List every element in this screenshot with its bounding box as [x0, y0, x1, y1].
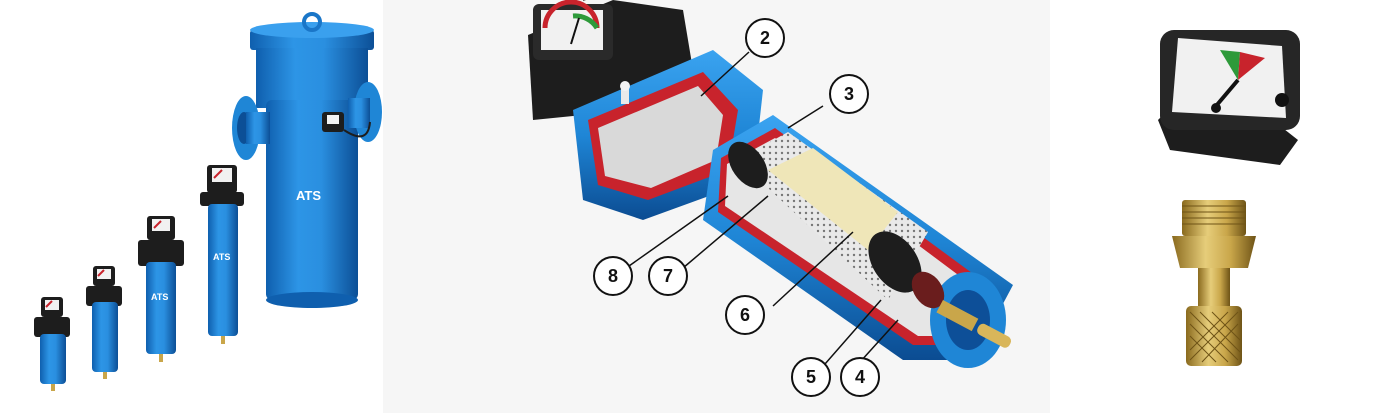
callout-4: 4 [840, 357, 880, 397]
svg-text:4: 4 [855, 367, 865, 387]
housing-head [573, 50, 763, 220]
svg-text:5: 5 [806, 367, 816, 387]
filter-unit-medium: ATS [138, 216, 184, 362]
filter-unit-small [86, 266, 122, 379]
svg-text:ATS: ATS [213, 252, 230, 262]
accessories-panel [1050, 0, 1400, 413]
brand-label: ATS [293, 188, 318, 203]
svg-text:6: 6 [740, 305, 750, 325]
drain-valve-icon [1172, 200, 1256, 366]
filter-element [728, 132, 928, 300]
filter-range-panel: ATS ATS ATS [0, 0, 383, 413]
svg-text:ATS: ATS [151, 292, 168, 302]
accessories-illustration [1158, 30, 1300, 366]
svg-text:8: 8 [608, 266, 618, 286]
cutaway-panel: 2 3 4 5 6 7 8 [383, 0, 1050, 413]
callout-5: 5 [791, 357, 831, 397]
callout-6: 6 [725, 295, 765, 335]
pressure-gauge-icon [1158, 30, 1300, 165]
callout-3: 3 [829, 74, 869, 114]
svg-text:ATS: ATS [296, 188, 321, 203]
large-filter-vessel: ATS [232, 12, 382, 308]
filter-cutaway-illustration: 2 3 4 5 6 7 8 [528, 0, 1013, 397]
callout-8: 8 [593, 256, 633, 296]
filter-unit-mini [34, 297, 70, 391]
svg-text:7: 7 [663, 266, 673, 286]
callout-2: 2 [745, 18, 785, 58]
svg-text:3: 3 [844, 84, 854, 104]
svg-text:2: 2 [760, 28, 770, 48]
callout-7: 7 [648, 256, 688, 296]
filter-unit-large: ATS [200, 165, 244, 344]
auto-drain [911, 271, 1012, 348]
filter-range-illustration: ATS ATS ATS [34, 12, 382, 391]
